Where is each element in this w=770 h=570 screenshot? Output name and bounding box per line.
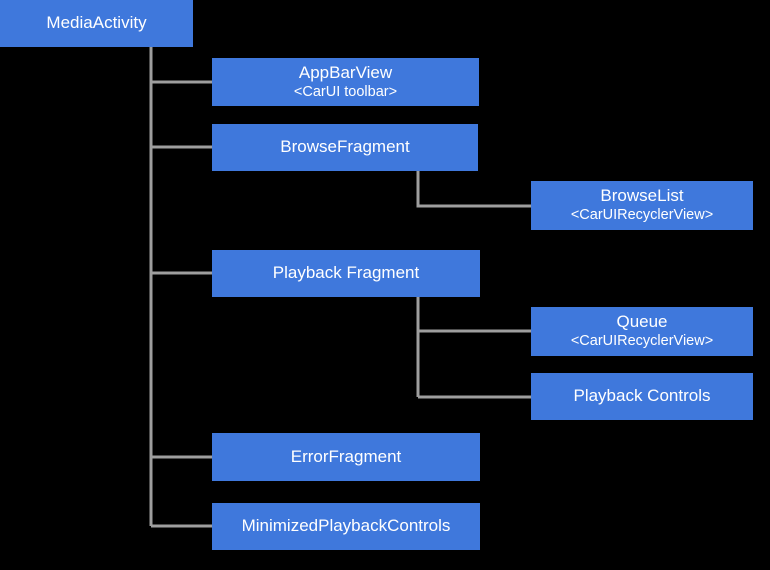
node-title: Playback Controls xyxy=(573,386,711,406)
node-title: MediaActivity xyxy=(46,13,147,33)
node-title: Playback Fragment xyxy=(272,263,420,283)
node-playback-fragment[interactable]: Playback Fragment xyxy=(212,250,480,297)
node-queue[interactable]: Queue <CarUIRecyclerView> xyxy=(531,307,753,356)
node-title: AppBarView xyxy=(298,62,393,82)
node-title: BrowseFragment xyxy=(280,137,410,157)
node-subtitle: <CarUI toolbar> xyxy=(293,83,398,100)
node-title: BrowseList xyxy=(600,186,684,206)
node-subtitle: <CarUIRecyclerView> xyxy=(570,207,714,224)
node-title: ErrorFragment xyxy=(290,446,402,466)
node-app-bar-view[interactable]: AppBarView <CarUI toolbar> xyxy=(212,58,479,106)
node-browse-fragment[interactable]: BrowseFragment xyxy=(212,124,478,171)
node-error-fragment[interactable]: ErrorFragment xyxy=(212,433,480,481)
node-browse-list[interactable]: BrowseList <CarUIRecyclerView> xyxy=(531,181,753,230)
node-title: Queue xyxy=(616,312,668,332)
node-media-activity[interactable]: MediaActivity xyxy=(0,0,193,47)
node-minimized-playback-controls[interactable]: MinimizedPlaybackControls xyxy=(212,503,480,550)
node-subtitle: <CarUIRecyclerView> xyxy=(570,333,714,350)
node-title: MinimizedPlaybackControls xyxy=(241,516,451,536)
node-playback-controls[interactable]: Playback Controls xyxy=(531,373,753,420)
edge-browse-fragment-to-browse-list xyxy=(416,171,531,208)
